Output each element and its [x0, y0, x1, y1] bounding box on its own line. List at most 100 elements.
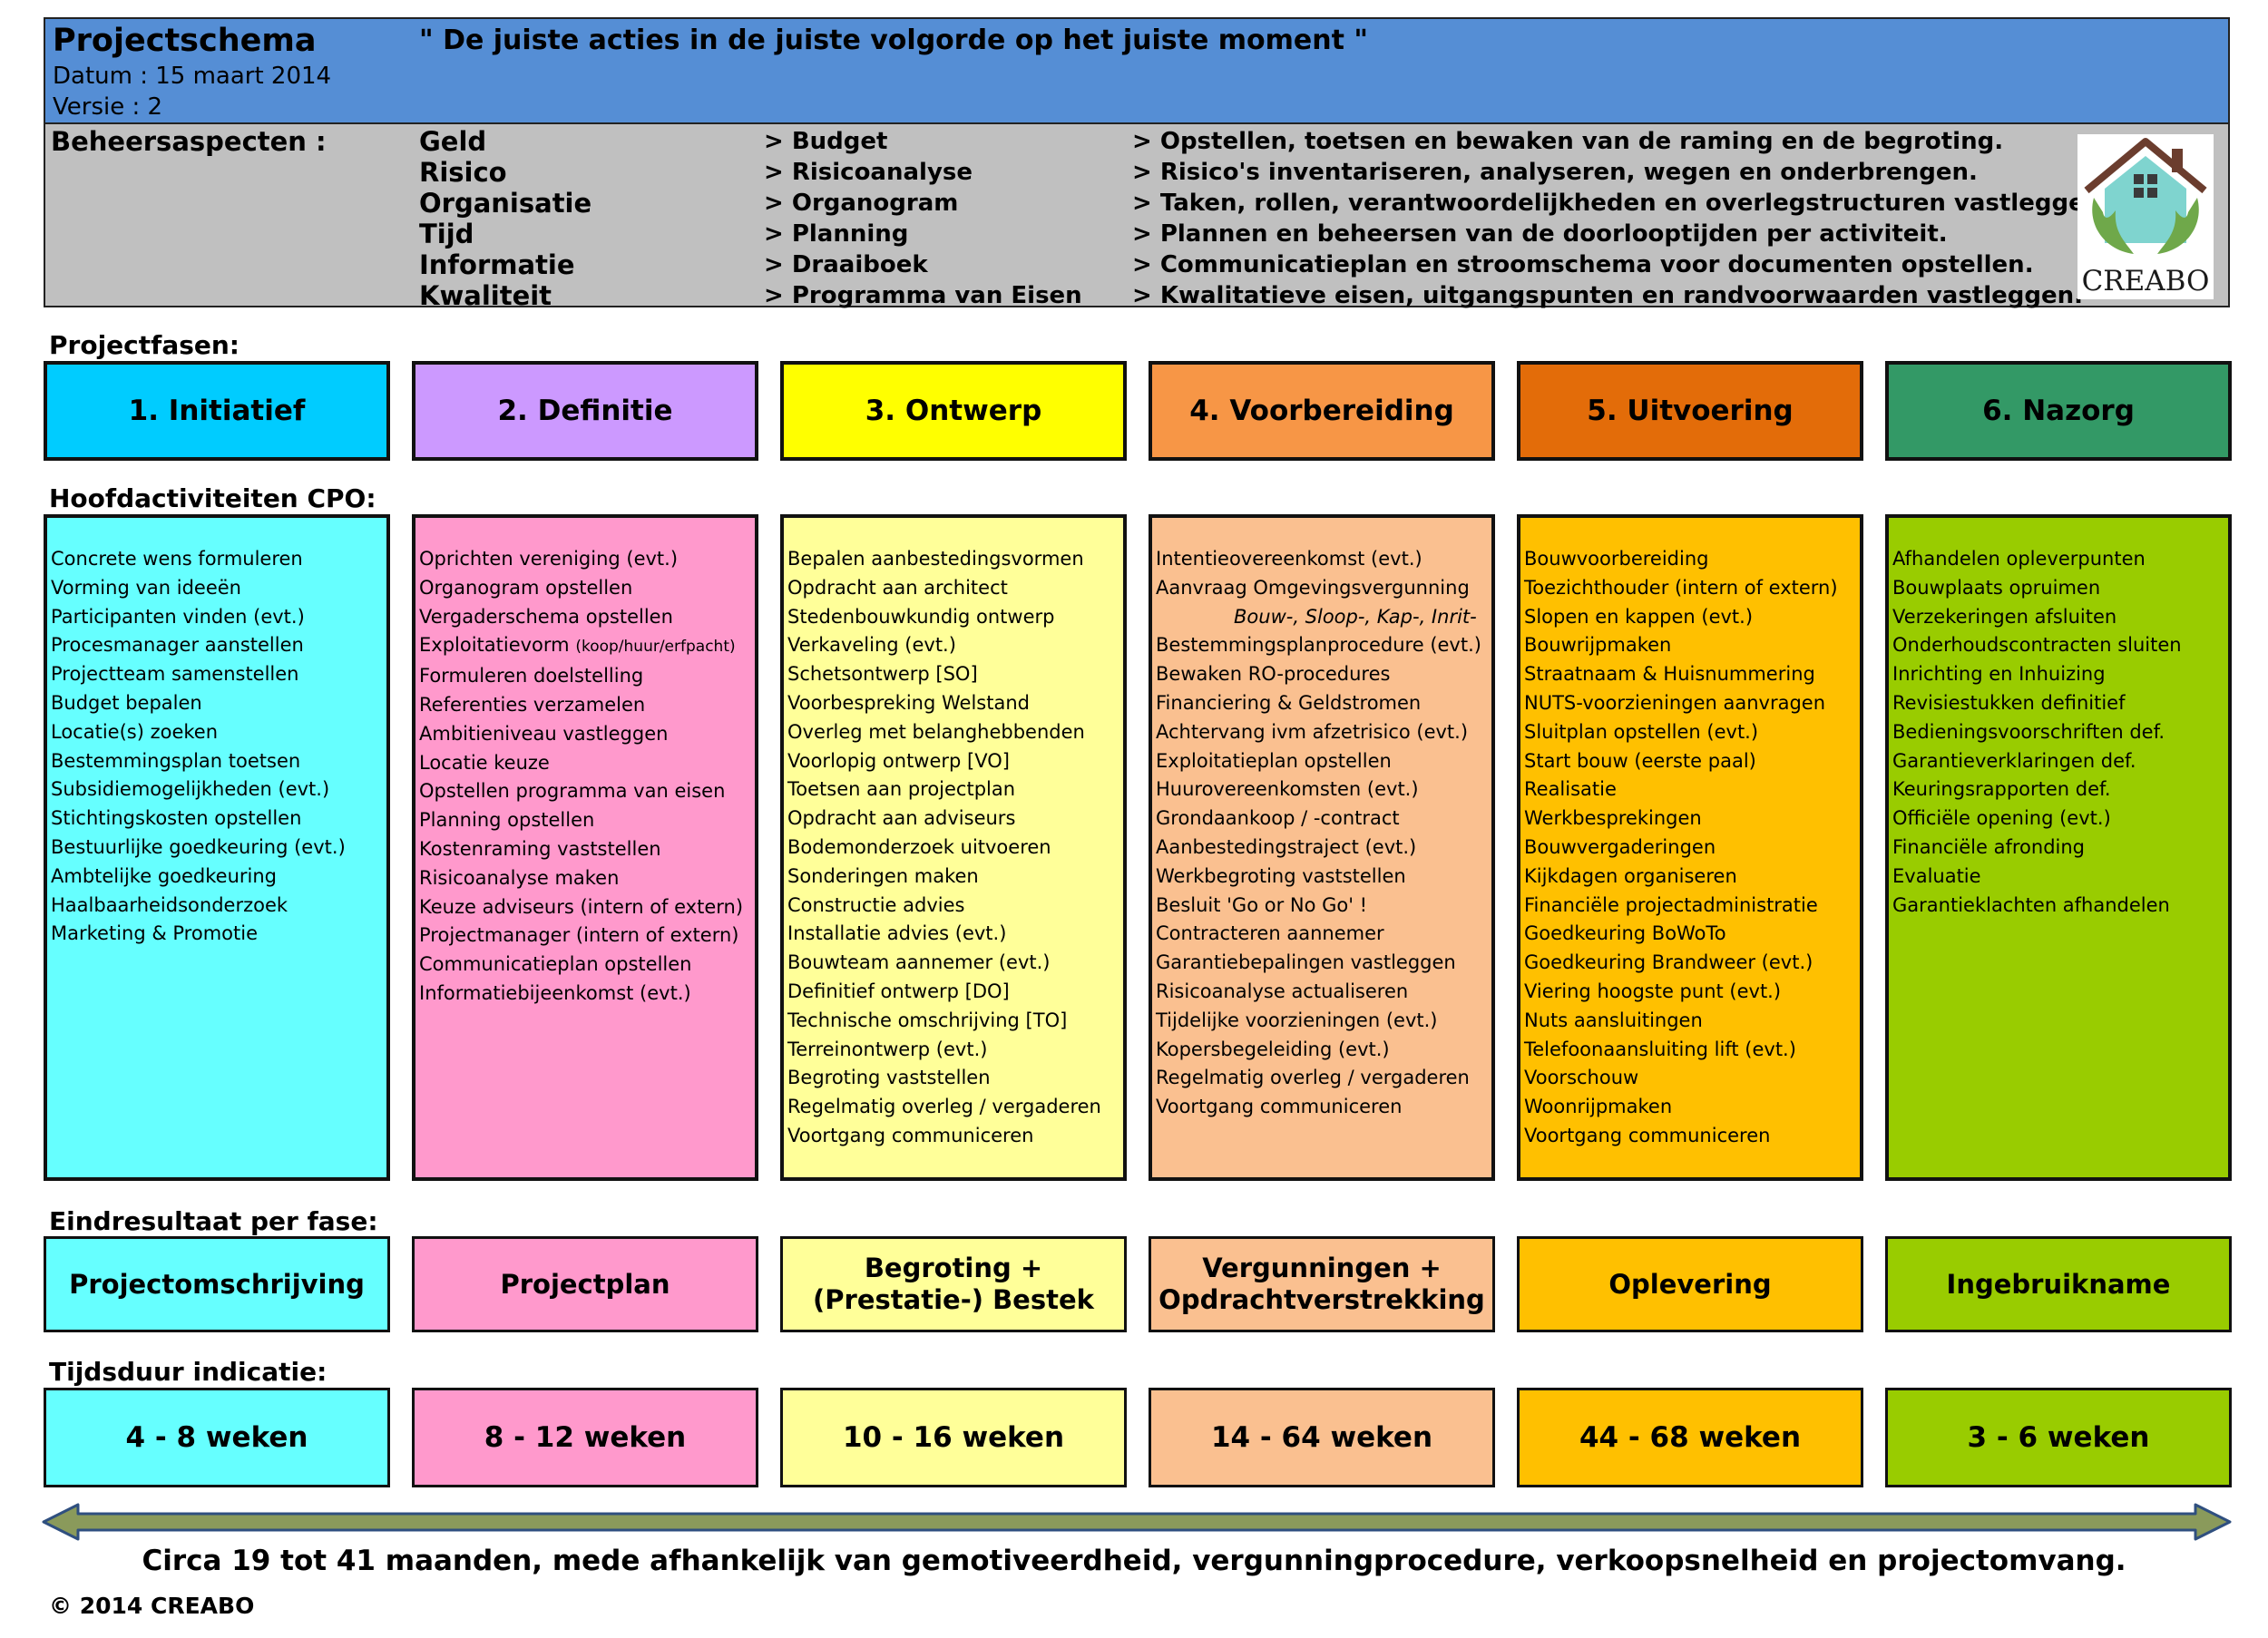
- activity-item: Technische omschrijving [TO]: [787, 1007, 1123, 1036]
- result-line: Opdrachtverstrekking: [1158, 1284, 1485, 1315]
- activity-text: Participanten vinden (evt.): [51, 605, 305, 628]
- activity-text: Verzekeringen afsluiten: [1892, 605, 2117, 628]
- aspect-row: Informatie> Draaiboek> Communicatieplan …: [45, 249, 2132, 280]
- activity-text: Goedkeuring Brandweer (evt.): [1524, 951, 1813, 974]
- activity-text: Contracteren aannemer: [1156, 922, 1384, 945]
- activity-item: Vorming van ideeën: [51, 574, 386, 603]
- activity-text: Bestemmingsplanprocedure (evt.): [1156, 634, 1481, 657]
- activity-item: Bestemmingsplanprocedure (evt.): [1156, 631, 1491, 660]
- activity-text: Communicatieplan opstellen: [419, 953, 692, 976]
- activity-item: Viering hoogste punt (evt.): [1524, 978, 1860, 1007]
- activity-text: Keuze adviseurs (intern of extern): [419, 895, 744, 918]
- activity-item: NUTS-voorzieningen aanvragen: [1524, 689, 1860, 718]
- activity-text: Voorbespreking Welstand: [787, 691, 1030, 714]
- aspect-tool: > Programma van Eisen: [764, 282, 1082, 309]
- phase-box-nazorg: 6. Nazorg: [1885, 361, 2232, 461]
- activity-item: Begroting vaststellen: [787, 1064, 1123, 1093]
- activity-item: Installatie advies (evt.): [787, 920, 1123, 949]
- activity-item: Projectteam samenstellen: [51, 660, 386, 689]
- activity-text: Ambtelijke goedkeuring: [51, 864, 277, 887]
- activity-item: Kopersbegeleiding (evt.): [1156, 1036, 1491, 1065]
- activity-text: Technische omschrijving [TO]: [787, 1009, 1068, 1031]
- activity-item: Oprichten vereniging (evt.): [419, 545, 755, 574]
- activity-item: Goedkeuring BoWoTo: [1524, 920, 1860, 949]
- activity-item: Communicatieplan opstellen: [419, 951, 755, 980]
- aspect-name: Tijd: [419, 219, 474, 249]
- duration-box-definitie: 8 - 12 weken: [412, 1388, 758, 1487]
- result-box-initiatief: Projectomschrijving: [44, 1236, 390, 1332]
- activity-text: Marketing & Promotie: [51, 922, 258, 945]
- activity-item: Revisiestukken definitief: [1892, 689, 2228, 718]
- activity-item: Procesmanager aanstellen: [51, 631, 386, 660]
- aspects-panel: Beheersaspecten : Geld> Budget> Opstelle…: [44, 122, 2230, 311]
- activity-text: Financiële afronding: [1892, 835, 2085, 858]
- activity-text: Risicoanalyse maken: [419, 866, 620, 889]
- activity-item: Planning opstellen: [419, 806, 755, 835]
- activity-text: Grondaankoop / -contract: [1156, 807, 1400, 830]
- activities-heading: Hoofdactiviteiten CPO:: [49, 483, 376, 513]
- activity-text: Bepalen aanbestedingsvormen: [787, 548, 1084, 570]
- aspect-description: > Kwalitatieve eisen, uitgangspunten en …: [1132, 282, 2084, 309]
- duration-box-initiatief: 4 - 8 weken: [44, 1388, 390, 1487]
- activity-item: Evaluatie: [1892, 863, 2228, 892]
- activity-text: Bestemmingsplan toetsen: [51, 749, 301, 772]
- activity-text: Regelmatig overleg / vergaderen: [787, 1096, 1101, 1118]
- activity-text: Exploitatieplan opstellen: [1156, 749, 1392, 772]
- activity-text: Aanbestedingstraject (evt.): [1156, 835, 1417, 858]
- activity-item: Constructie advies: [787, 892, 1123, 921]
- duration-summary: Circa 19 tot 41 maanden, mede afhankelij…: [142, 1545, 2126, 1577]
- house-hands-icon: [2084, 138, 2207, 254]
- activity-text: Financiering & Geldstromen: [1156, 691, 1422, 714]
- activity-text: Budget bepalen: [51, 691, 202, 714]
- activity-text: Locatie keuze: [419, 751, 550, 774]
- activity-text: Stichtingskosten opstellen: [51, 807, 302, 830]
- activity-item: Haalbaarheidsonderzoek: [51, 892, 386, 921]
- activity-text: Aanvraag Omgevingsvergunning: [1156, 576, 1470, 599]
- activity-item: Besluit 'Go or No Go' !: [1156, 892, 1491, 921]
- activity-item: Stichtingskosten opstellen: [51, 804, 386, 834]
- activity-text: Subsidiemogelijkheden (evt.): [51, 778, 330, 801]
- aspect-description: > Opstellen, toetsen en bewaken van de r…: [1132, 128, 2004, 155]
- activity-item: Bouwvergaderingen: [1524, 834, 1860, 863]
- logo-wordmark: CREABO: [2081, 265, 2210, 297]
- activity-item: Exploitatievorm (koop/huur/erfpacht): [419, 631, 755, 662]
- result-line: Projectplan: [500, 1268, 670, 1300]
- activity-text: Procesmanager aanstellen: [51, 634, 304, 657]
- activity-text: Officiële opening (evt.): [1892, 807, 2111, 830]
- activity-text: Besluit 'Go or No Go' !: [1156, 893, 1368, 916]
- activity-item: Werkbesprekingen: [1524, 804, 1860, 834]
- timeline-arrow-icon: [42, 1503, 2232, 1541]
- activity-item: Bewaken RO-procedures: [1156, 660, 1491, 689]
- result-box-nazorg: Ingebruikname: [1885, 1236, 2232, 1332]
- activity-text: Vergaderschema opstellen: [419, 605, 673, 628]
- activity-text: Schetsontwerp [SO]: [787, 663, 978, 686]
- activity-item: Opstellen programma van eisen: [419, 777, 755, 806]
- activity-item: Tijdelijke voorzieningen (evt.): [1156, 1007, 1491, 1036]
- activity-item: Achtervang ivm afzetrisico (evt.): [1156, 718, 1491, 747]
- activity-item: Bouwteam aannemer (evt.): [787, 949, 1123, 978]
- activity-item: Risicoanalyse maken: [419, 864, 755, 893]
- activities-list-voorbereiding: Intentieovereenkomst (evt.)Aanvraag Omge…: [1149, 514, 1495, 1181]
- activity-text: Bouwrijpmaken: [1524, 634, 1672, 657]
- activity-text: Keuringsrapporten def.: [1892, 778, 2111, 801]
- aspect-tool: > Organogram: [764, 190, 959, 217]
- copyright: © 2014 CREABO: [49, 1593, 255, 1619]
- activity-item: Informatiebijeenkomst (evt.): [419, 980, 755, 1009]
- page-title: Projectschema: [53, 23, 317, 59]
- activity-text: Vorming van ideeën: [51, 576, 241, 599]
- creabo-logo: CREABO: [2077, 134, 2214, 299]
- activity-item: Keuze adviseurs (intern of extern): [419, 893, 755, 922]
- activity-item: Marketing & Promotie: [51, 920, 386, 949]
- activity-item: Woonrijpmaken: [1524, 1093, 1860, 1122]
- result-box-voorbereiding: Vergunningen +Opdrachtverstrekking: [1149, 1236, 1495, 1332]
- result-line: Oplevering: [1608, 1268, 1772, 1300]
- activity-text: Begroting vaststellen: [787, 1067, 991, 1089]
- activity-item: Locatie keuze: [419, 749, 755, 778]
- aspect-tool: > Budget: [764, 128, 888, 155]
- activity-item: Keuringsrapporten def.: [1892, 775, 2228, 804]
- aspect-name: Kwaliteit: [419, 280, 552, 311]
- activity-item: Telefoonaansluiting lift (evt.): [1524, 1036, 1860, 1065]
- activity-item: Officiële opening (evt.): [1892, 804, 2228, 834]
